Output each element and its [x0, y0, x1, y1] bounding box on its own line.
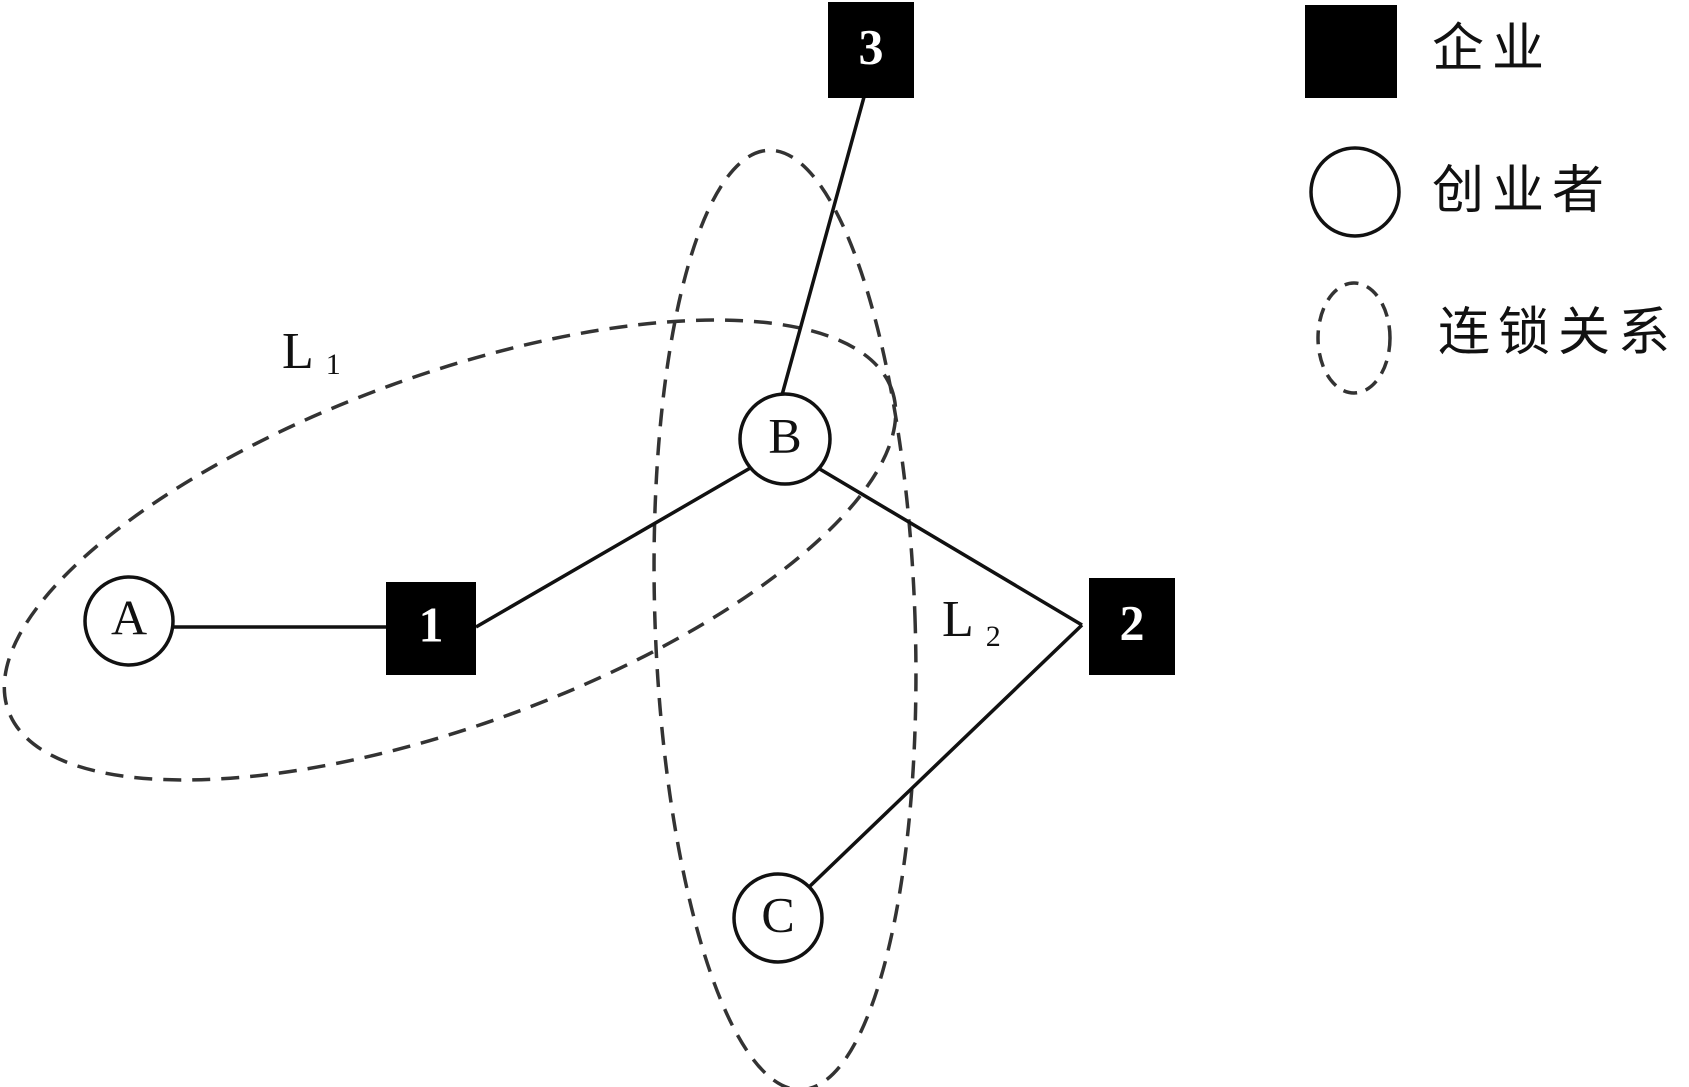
legend-founder-swatch	[1309, 146, 1401, 238]
edge-1-b	[475, 465, 753, 629]
firm-node-2: 2	[1089, 578, 1175, 675]
interlock-l2-label: L 2	[942, 591, 1001, 653]
founder-node-c: C	[732, 872, 824, 964]
interlock-l2-main: L	[942, 591, 974, 648]
firm-label: 1	[419, 596, 444, 652]
legend-item-interlock: 连锁关系	[1316, 281, 1678, 395]
firm-label: 2	[1120, 594, 1145, 650]
legend-interlock-swatch	[1316, 281, 1392, 395]
founder-label: A	[111, 589, 147, 645]
legend-firm-swatch	[1305, 5, 1397, 98]
legend-item-firm: 企业	[1305, 5, 1552, 98]
firm-node-1: 1	[386, 582, 476, 675]
edge-group	[173, 96, 1084, 890]
founder-circle	[738, 392, 832, 486]
interlock-l2-ellipse	[652, 148, 918, 1087]
legend-interlock-label: 连锁关系	[1438, 303, 1678, 363]
founder-circle	[83, 575, 175, 667]
interlock-l2-sub: 2	[986, 620, 1001, 653]
interlock-l1-label: L 1	[282, 323, 341, 381]
interlock-l1-sub: 1	[326, 348, 341, 381]
interlock-group	[2, 148, 918, 1087]
founder-label: C	[761, 886, 794, 942]
founder-label: B	[768, 407, 801, 463]
firm-square	[1089, 578, 1175, 675]
legend-founder-label: 创业者	[1432, 161, 1612, 221]
founder-circle	[732, 872, 824, 964]
interlock-l1-main: L	[282, 323, 314, 380]
firm-square	[828, 2, 914, 98]
founder-node-a: A	[83, 575, 175, 667]
legend-firm-label: 企业	[1432, 19, 1552, 79]
interlock-l1-ellipse	[2, 318, 898, 782]
legend: 企业 创业者 连锁关系	[1305, 5, 1678, 395]
edge-b-2	[817, 466, 1083, 627]
firm-node-3: 3	[828, 2, 914, 98]
firm-square	[386, 582, 476, 675]
founder-node-b: B	[738, 392, 832, 486]
edge-b-3	[780, 96, 866, 396]
firm-label: 3	[859, 18, 884, 74]
legend-item-founder: 创业者	[1309, 146, 1612, 238]
edge-2-c	[806, 623, 1084, 890]
